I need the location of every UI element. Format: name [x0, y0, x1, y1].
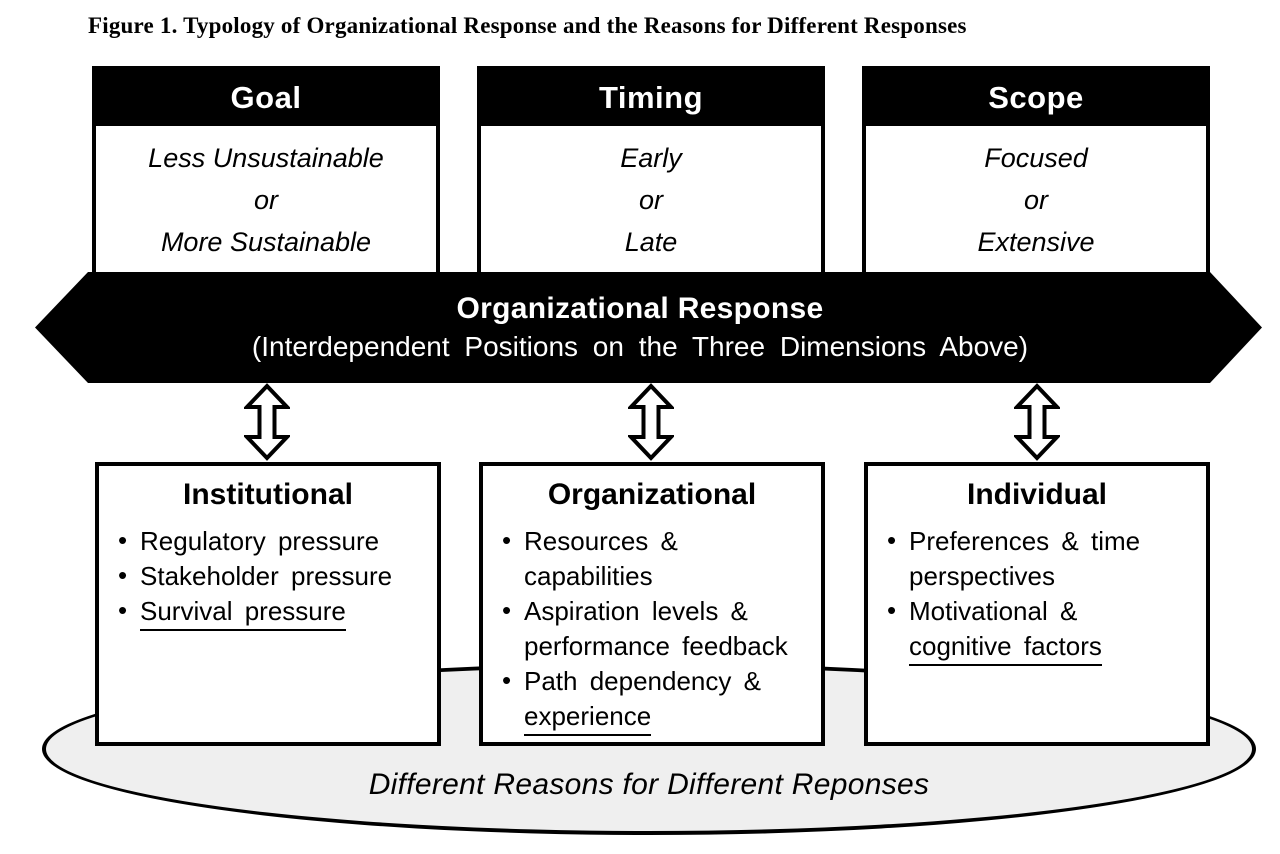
organizational-bullets: Resources & capabilities Aspiration leve…: [499, 523, 817, 736]
dimension-box-goal: Goal Less Unsustainable or More Sustaina…: [92, 66, 440, 278]
dimension-box-timing: Timing Early or Late: [477, 66, 825, 278]
institutional-bullets: Regulatory pressure Stakeholder pressure…: [115, 523, 433, 631]
goal-line: More Sustainable: [160, 227, 372, 257]
reason-box-individual: Individual Preferences & time perspectiv…: [864, 462, 1210, 746]
response-band-arrow-icon: [35, 272, 1262, 383]
bullet-item: Survival pressure: [115, 593, 433, 631]
bullet-line: Motivational &: [909, 596, 1078, 626]
ellipse-caption: Different Reasons for Different Reponses: [368, 768, 930, 801]
timing-line: Late: [624, 227, 678, 257]
scope-header: Scope: [866, 70, 1206, 126]
bullet-item: Preferences & time perspectives: [884, 523, 1202, 594]
goal-line: Less Unsustainable: [148, 143, 384, 173]
bullet-item: Stakeholder pressure: [115, 558, 433, 594]
goal-header: Goal: [96, 70, 436, 126]
bullet-line: Survival pressure: [140, 594, 433, 631]
bullet-item: Path dependency & experience: [499, 663, 817, 736]
organizational-header: Organizational: [547, 478, 757, 511]
bullet-line: perspectives: [909, 561, 1055, 591]
figure-title: Figure 1. Typology of Organizational Res…: [88, 13, 967, 38]
institutional-header: Institutional: [183, 478, 353, 511]
bullet-line: Regulatory pressure: [140, 526, 380, 556]
bullet-line: Resources &: [524, 526, 678, 556]
scope-line: Focused: [984, 143, 1088, 173]
bullet-line: Preferences & time: [909, 526, 1141, 556]
bullet-item: Aspiration levels & performance feedback: [499, 593, 817, 664]
bullet-item: Regulatory pressure: [115, 523, 433, 559]
timing-body: Early or Late: [481, 126, 821, 274]
scope-line: Extensive: [977, 227, 1095, 257]
bullet-line: Stakeholder pressure: [140, 561, 393, 591]
bullet-line: performance feedback: [524, 631, 788, 661]
bullet-line: Path dependency &: [524, 666, 761, 696]
individual-bullets: Preferences & time perspectives Motivati…: [884, 523, 1202, 666]
bullet-item: Resources & capabilities: [499, 523, 817, 594]
double-arrow-icon: [628, 383, 674, 461]
bullet-line: capabilities: [524, 561, 653, 591]
timing-header: Timing: [481, 70, 821, 126]
goal-line: or: [253, 185, 278, 215]
timing-line: Early: [620, 143, 682, 173]
reason-box-institutional: Institutional Regulatory pressure Stakeh…: [95, 462, 441, 746]
double-arrow-icon: [1014, 383, 1060, 461]
bullet-line: cognitive factors: [909, 629, 1202, 666]
reason-box-organizational: Organizational Resources & capabilities …: [479, 462, 825, 746]
dimension-box-scope: Scope Focused or Extensive: [862, 66, 1210, 278]
scope-line: or: [1023, 185, 1048, 215]
timing-line: or: [638, 185, 663, 215]
bullet-line: experience: [524, 699, 817, 736]
bullet-item: Motivational & cognitive factors: [884, 593, 1202, 666]
scope-body: Focused or Extensive: [866, 126, 1206, 274]
double-arrow-icon: [244, 383, 290, 461]
individual-header: Individual: [966, 478, 1107, 511]
bullet-line: Aspiration levels &: [524, 596, 748, 626]
goal-body: Less Unsustainable or More Sustainable: [96, 126, 436, 274]
